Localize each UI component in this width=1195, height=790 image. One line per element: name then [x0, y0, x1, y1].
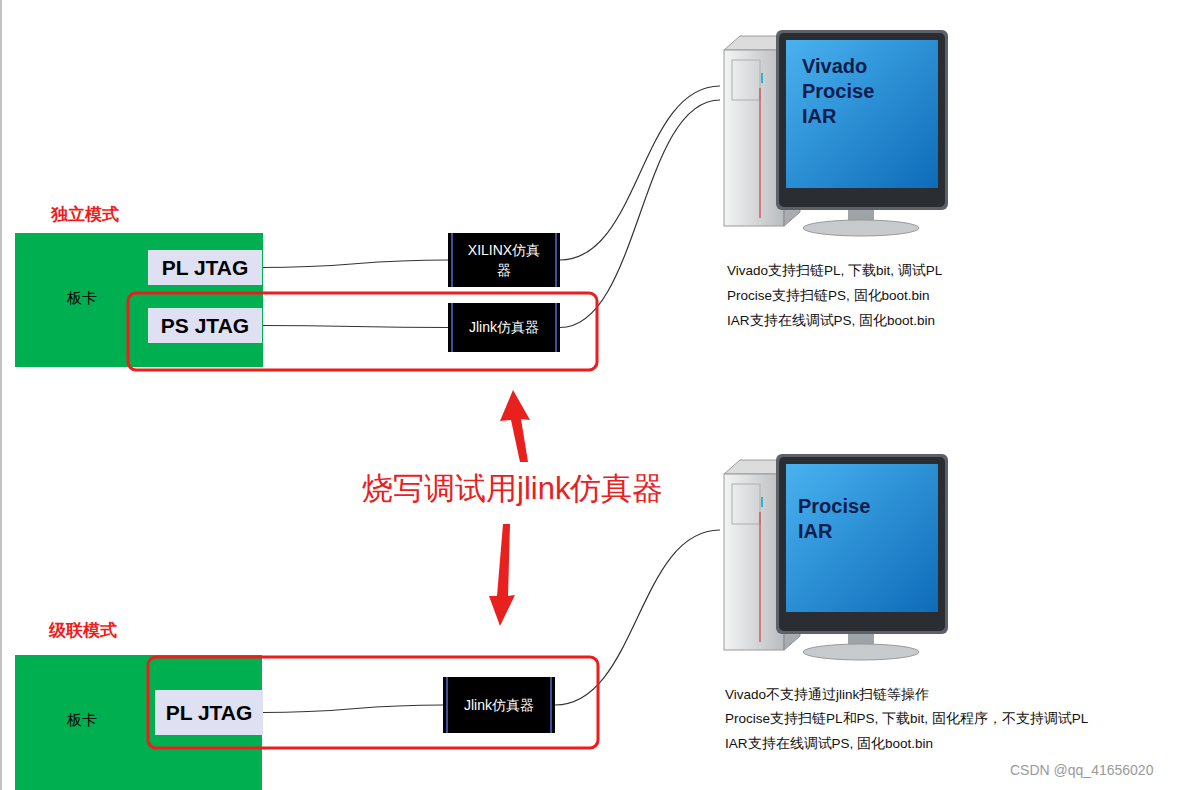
cable	[560, 100, 720, 328]
monitor-frame	[776, 30, 948, 210]
note-text: IAR支持在线调试PS, 固化boot.bin	[727, 312, 935, 330]
frame-line	[1, 0, 2, 790]
cable	[263, 705, 443, 713]
watermark: CSDN @qq_41656020	[1010, 762, 1153, 778]
monitor-bezel	[779, 33, 945, 207]
screen-text: Procise IAR	[798, 494, 898, 544]
callout-title: 烧写调试用jlink仿真器	[362, 468, 663, 510]
screen-text: Vivado Procise IAR	[802, 54, 902, 129]
monitor-base	[803, 220, 919, 236]
tower-front	[724, 50, 784, 226]
board-label: 板卡	[67, 711, 97, 730]
cable	[262, 326, 448, 328]
jtag-port: PL JTAG	[148, 250, 262, 285]
note-text: IAR支持在线调试PS, 固化boot.bin	[725, 735, 933, 753]
computer-illustration	[720, 452, 950, 662]
note-text: Vivado不支持通过jlink扫链等操作	[725, 686, 929, 704]
board-card: 级联模式板卡PL JTAG	[15, 655, 262, 790]
tower-led	[761, 497, 763, 507]
jtag-port: PS JTAG	[148, 308, 262, 343]
computer: Vivado Procise IAR	[720, 28, 950, 238]
computer: Procise IAR	[720, 452, 950, 662]
monitor-bezel	[779, 457, 945, 631]
node-text: XILINX仿真器	[467, 240, 541, 281]
red-arrow-down	[489, 524, 515, 626]
tower-front	[724, 474, 784, 650]
emulator-box: Jlink仿真器	[448, 303, 560, 352]
board-card: 独立模式板卡PL JTAGPS JTAG	[15, 233, 263, 367]
monitor-screen	[786, 40, 938, 188]
red-arrow-up	[500, 390, 530, 462]
drive-bay	[732, 60, 760, 100]
node-text: PS JTAG	[161, 314, 249, 338]
cable	[560, 86, 720, 260]
jtag-port: PL JTAG	[155, 690, 263, 735]
note-text: Procise支持扫链PS, 固化boot.bin	[727, 287, 930, 305]
emulator-box: XILINX仿真器	[448, 233, 560, 287]
node-text: Jlink仿真器	[469, 317, 539, 337]
tower-led	[760, 88, 761, 218]
note-text: Procise支持扫链PL和PS, 下载bit, 固化程序，不支持调试PL	[725, 710, 1088, 728]
monitor-frame	[776, 454, 948, 634]
mode-heading: 级联模式	[49, 619, 117, 642]
node-text: Jlink仿真器	[464, 695, 534, 715]
cable	[262, 260, 448, 268]
tower-led	[760, 512, 761, 642]
highlight-frame	[148, 657, 598, 748]
drive-bay	[732, 484, 760, 524]
monitor-screen	[786, 464, 938, 612]
emulator-box: Jlink仿真器	[443, 677, 555, 733]
mode-heading: 独立模式	[51, 203, 119, 226]
highlight-frame	[128, 293, 597, 370]
cable	[555, 530, 720, 705]
tower-led	[761, 73, 763, 83]
node-text: PL JTAG	[166, 701, 253, 725]
note-text: Vivado支持扫链PL, 下载bit, 调试PL	[727, 262, 942, 280]
monitor-base	[803, 644, 919, 660]
board-label: 板卡	[67, 289, 97, 308]
node-text: PL JTAG	[162, 256, 249, 280]
